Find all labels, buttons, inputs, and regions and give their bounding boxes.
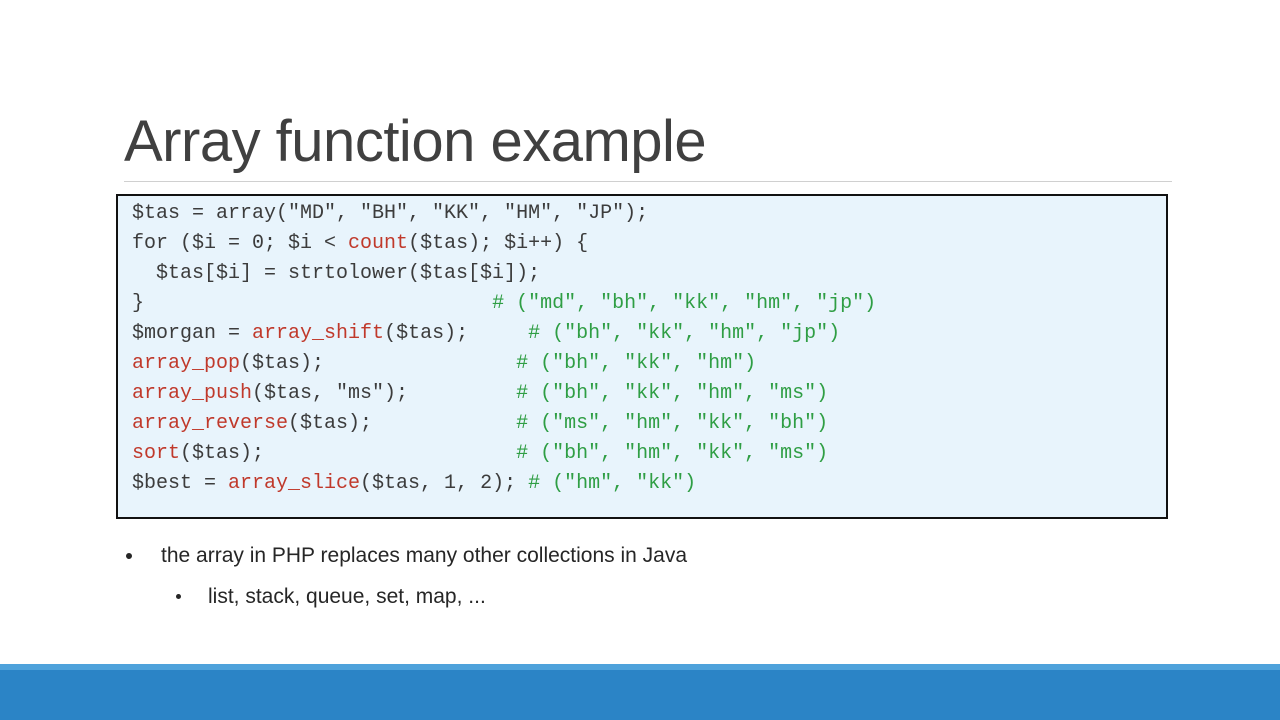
code-comment: # ("bh", "hm", "kk", "ms") (516, 442, 829, 465)
code-text: $tas[$i] = strtolower($tas[$i]); (132, 262, 541, 285)
footer-bar (0, 664, 1280, 720)
code-line: $morgan = array_shift($tas); # ("bh", "k… (132, 319, 840, 349)
code-function-name: sort (132, 442, 181, 465)
code-comment: # ("md", "bh", "kk", "hm", "jp") (492, 292, 877, 315)
code-function-name: array_reverse (132, 412, 289, 435)
code-comment: # ("bh", "kk", "hm") (516, 352, 757, 375)
code-line: $tas[$i] = strtolower($tas[$i]); (132, 259, 540, 289)
footer-bar-highlight (0, 664, 1280, 670)
code-line: for ($i = 0; $i < count($tas); $i++) { (132, 229, 588, 259)
code-function-name: count (348, 232, 409, 255)
code-text: $tas = array("MD", "BH", "KK", "HM", "JP… (132, 202, 649, 225)
code-text: ($tas); (240, 352, 517, 375)
code-line: array_push($tas, "ms"); # ("bh", "kk", "… (132, 379, 828, 409)
code-text: $best = (132, 472, 229, 495)
bullet-collections: the array in PHP replaces many other col… (161, 544, 688, 567)
code-line: $best = array_slice($tas, 1, 2); # ("hm"… (132, 469, 696, 499)
code-text: $morgan = (132, 322, 253, 345)
code-text: ($tas); (180, 442, 517, 465)
code-comment: # ("hm", "kk") (528, 472, 697, 495)
code-line: sort($tas); # ("bh", "hm", "kk", "ms") (132, 439, 828, 469)
code-text: for ($i = 0; $i < (132, 232, 349, 255)
code-comment: # ("bh", "kk", "hm", "jp") (528, 322, 841, 345)
code-line: array_pop($tas); # ("bh", "kk", "hm") (132, 349, 756, 379)
code-function-name: array_push (132, 382, 253, 405)
code-function-name: array_slice (228, 472, 361, 495)
code-line: } # ("md", "bh", "kk", "hm", "jp") (132, 289, 876, 319)
code-text: ($tas, "ms"); (252, 382, 517, 405)
bullet-dot (126, 553, 132, 559)
code-text: } (132, 292, 493, 315)
code-function-name: array_shift (252, 322, 385, 345)
code-comment: # ("bh", "kk", "hm", "ms") (516, 382, 829, 405)
slide-title: Array function example (124, 109, 707, 174)
code-line: array_reverse($tas); # ("ms", "hm", "kk"… (132, 409, 828, 439)
code-text: ($tas); (288, 412, 517, 435)
code-text: ($tas, 1, 2); (360, 472, 529, 495)
sub-bullet-dot (176, 594, 181, 599)
code-line: $tas = array("MD", "BH", "KK", "HM", "JP… (132, 199, 648, 229)
code-function-name: array_pop (132, 352, 241, 375)
sub-bullet-collection-types: list, stack, queue, set, map, ... (208, 585, 486, 608)
code-comment: # ("ms", "hm", "kk", "bh") (516, 412, 829, 435)
title-divider (124, 181, 1172, 182)
code-block: $tas = array("MD", "BH", "KK", "HM", "JP… (116, 194, 1168, 519)
code-text: ($tas); (384, 322, 529, 345)
code-text: ($tas); $i++) { (408, 232, 589, 255)
